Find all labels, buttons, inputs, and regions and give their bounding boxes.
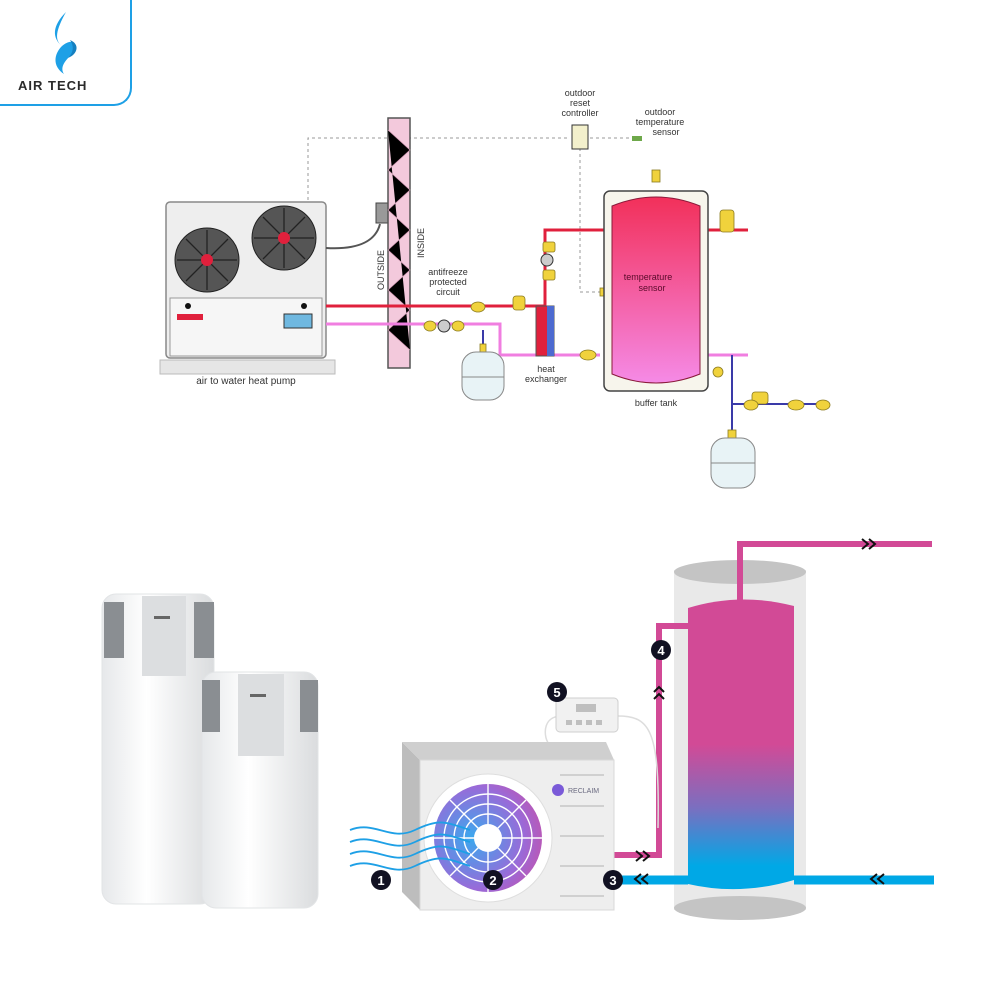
svg-text:buffer tank: buffer tank [635,398,678,408]
step-markers [371,640,671,890]
svg-text:heat: heat [537,364,555,374]
svg-text:outdoor: outdoor [645,107,676,117]
svg-text:4: 4 [657,643,665,658]
svg-text:INSIDE: INSIDE [416,228,426,258]
svg-text:reset: reset [570,98,591,108]
svg-text:outdoor: outdoor [565,88,596,98]
svg-text:exchanger: exchanger [525,374,567,384]
svg-text:temperature: temperature [624,272,673,282]
svg-text:sensor: sensor [638,283,665,293]
logo-frame [0,0,132,106]
svg-text:circuit: circuit [436,287,460,297]
svg-text:temperature: temperature [636,117,685,127]
heat-pump-water-heaters-photo [101,593,319,909]
svg-text:1: 1 [377,873,384,888]
air-to-water-heat-pump-unit [159,201,391,375]
svg-text:5: 5 [553,685,560,700]
svg-text:air to water heat pump: air to water heat pump [196,376,296,387]
svg-text:protected: protected [429,277,467,287]
logo-text: AIR TECH [18,78,88,93]
svg-text:3: 3 [609,873,616,888]
svg-text:controller: controller [561,108,598,118]
reclaim-system-diagram: RECLAIM 1 2 3 4 5 [349,538,934,920]
svg-text:antifreeze: antifreeze [428,267,468,277]
svg-text:RECLAIM: RECLAIM [568,788,599,795]
svg-text:OUTSIDE: OUTSIDE [376,250,386,290]
svg-text:2: 2 [489,873,496,888]
flame-logo-icon [54,12,77,74]
hydronic-schematic-diagram: air to water heat pump OUTSIDE INSIDE [159,88,831,489]
svg-text:sensor: sensor [652,127,679,137]
